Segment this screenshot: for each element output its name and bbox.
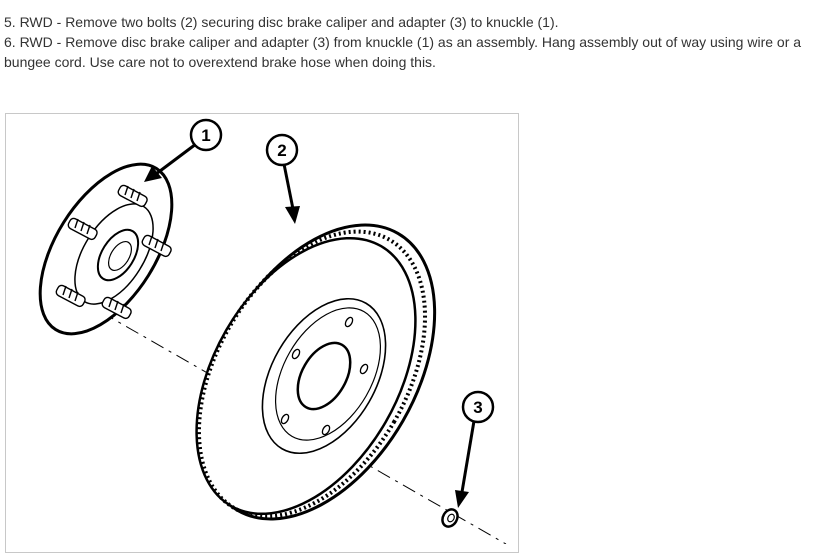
callout-1: 1 xyxy=(144,118,223,182)
callout-1-label: 1 xyxy=(201,126,210,145)
retainer-clip xyxy=(441,508,459,528)
callout-2: 2 xyxy=(265,133,300,224)
wheel-studs xyxy=(55,184,172,320)
brake-drawing: 1 2 3 xyxy=(38,118,507,544)
procedure-steps: 5. RWD - Remove two bolts (2) securing d… xyxy=(4,12,816,72)
callout-3: 3 xyxy=(455,390,495,508)
step-6-text: 6. RWD - Remove disc brake caliper and a… xyxy=(4,34,802,70)
callout-3-label: 3 xyxy=(473,398,482,417)
step-5-text: 5. RWD - Remove two bolts (2) securing d… xyxy=(4,14,559,30)
brake-rotor xyxy=(195,223,437,521)
brake-illustration: 1 2 3 xyxy=(5,113,519,553)
callout-2-label: 2 xyxy=(277,141,286,160)
